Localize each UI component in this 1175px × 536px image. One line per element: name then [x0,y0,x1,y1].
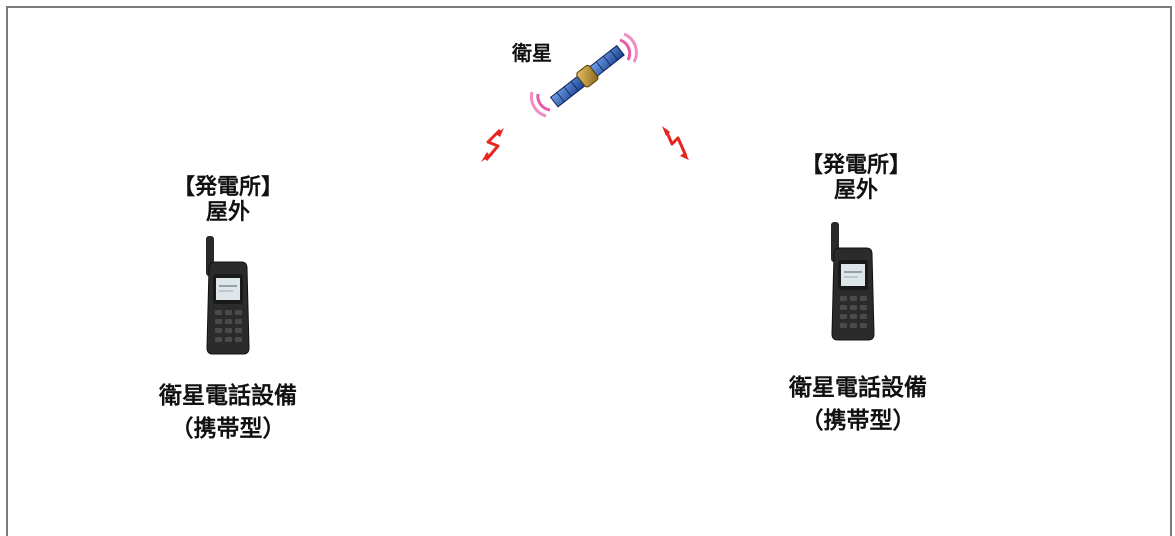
satellite-icon [529,32,638,118]
right-location-label: 【発電所】 屋外 [756,153,956,204]
left-equipment-line1: 衛星電話設備 [159,383,297,409]
right-equipment-line1: 衛星電話設備 [789,375,927,401]
left-equipment-label: 衛星電話設備 （携帯型） [108,380,348,447]
signal-bolt-right-icon [662,126,689,160]
diagram-frame [6,6,1172,536]
signal-bolt-left-icon [481,128,504,162]
satellite-label: 衛星 [512,41,552,65]
right-satellite-phone-icon [831,222,875,341]
left-location-label: 【発電所】 屋外 [128,175,328,226]
left-equipment-line2: （携帯型） [170,416,286,443]
left-location-line1: 【発電所】 [172,175,283,200]
right-location-line2: 屋外 [833,178,878,204]
right-equipment-line2: （携帯型） [800,408,916,435]
right-equipment-label: 衛星電話設備 （携帯型） [738,372,978,439]
right-location-line1: 【発電所】 [800,153,911,178]
left-location-line2: 屋外 [205,200,250,226]
left-satellite-phone-icon [206,236,250,355]
